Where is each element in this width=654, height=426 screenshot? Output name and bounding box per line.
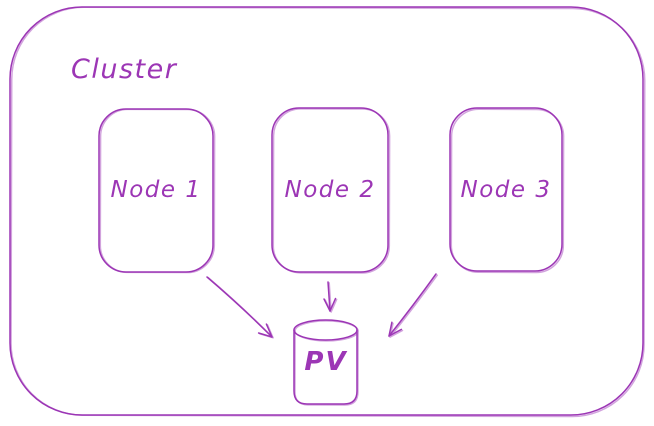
- node-3-label: Node 3: [461, 177, 552, 203]
- cluster-boundary-box: [9, 6, 644, 416]
- node-1-label: Node 1: [111, 177, 202, 203]
- arrow-node3-to-pv: [388, 273, 437, 337]
- node-2-label: Node 2: [285, 177, 376, 203]
- diagram-labels: Cluster Node 1 Node 2 Node 3 PV: [71, 54, 552, 377]
- node-2-box: [271, 107, 389, 273]
- cluster-label: Cluster: [71, 54, 178, 85]
- pv-label: PV: [304, 347, 347, 377]
- node-3-box: [449, 107, 563, 272]
